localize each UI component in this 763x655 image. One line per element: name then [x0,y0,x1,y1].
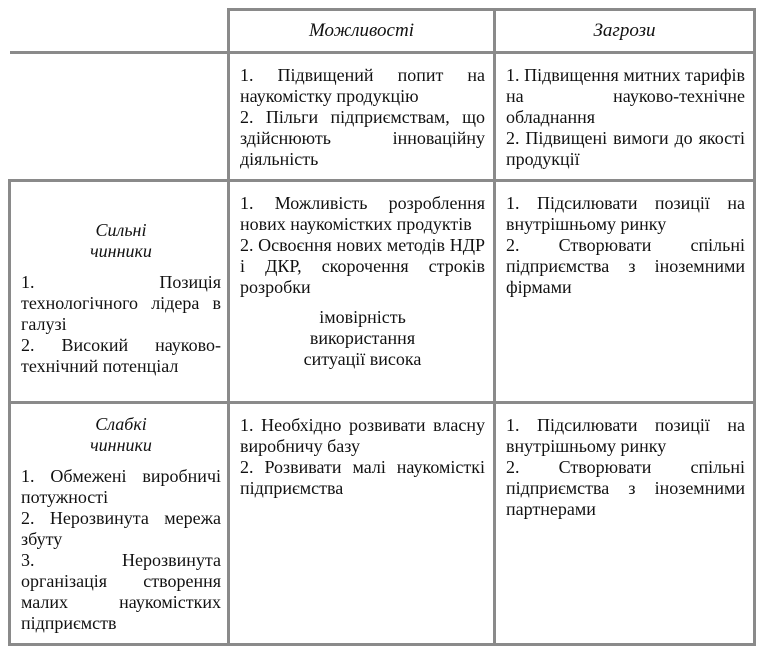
wo-item: 1. Необхідно розвивати власну виробничу … [240,415,485,456]
wt-item: 1. Підсилювати позиції на внутрішньому р… [506,415,745,456]
so-note-line: ситуації висока [303,349,422,369]
weaknesses-title-line: Слабкі [95,414,147,434]
wt-item: 2. Створювати спільні підприємства з іно… [506,457,745,519]
weaknesses-cell: Слабкі чинники 1. Обмежені виробничі пот… [8,401,230,646]
threats-cell: 1. Підвищення митних тарифів на науково-… [493,51,756,182]
header-opportunities: Можливості [227,8,496,54]
header-threats: Загрози [493,8,756,54]
weakness-item: 1. Обмежені виробничі потужності [21,466,221,507]
weaknesses-row: Слабкі чинники 1. Обмежені виробничі пот… [8,401,756,646]
st-cell: 1. Підсилювати позиції на внутрішньому р… [493,179,756,404]
strengths-row: Сильні чинники 1. Позиція технологічного… [8,179,756,404]
weaknesses-title-line: чинники [90,435,152,455]
st-item: 2. Створювати спільні підприємства з іно… [506,235,745,297]
so-note: імовірність використання ситуації висока [240,307,485,370]
corner-cell [9,9,230,54]
wt-cell: 1. Підсилювати позиції на внутрішньому р… [493,401,756,646]
strengths-cell: Сильні чинники 1. Позиція технологічного… [8,179,230,404]
so-item: 1. Можливість розроблення нових наукоміс… [240,193,485,234]
so-note-line: імовірність [319,307,406,327]
opportunity-item: 2. Пільги підприємствам, що здійснюють і… [240,107,485,169]
so-item: 2. Освоєння нових методів НДР і ДКР, ско… [240,235,485,297]
empty-cell [9,52,230,182]
threat-item: 2. Підвищені вимоги до якості продукції [506,128,745,169]
wo-item: 2. Розвивати малі наукомісткі підприємст… [240,457,485,498]
external-factors-row: 1. Підвищений попит на наукомістку проду… [9,51,756,182]
strengths-title-line: Сильні [95,220,147,240]
weakness-item: 2. Нерозвинута мережа збуту [21,508,221,549]
header-row: Можливості Загрози [9,8,756,54]
weakness-item: 3. Нерозвинута організація створення мал… [21,550,221,633]
so-note-line: використання [309,328,416,348]
strength-item: 1. Позиція технологічного лідера в галуз… [21,272,221,334]
opportunities-cell: 1. Підвищений попит на наукомістку проду… [227,51,496,182]
threat-item: 1. Підвищення митних тарифів на науково-… [506,65,745,127]
strengths-title: Сильні чинники [21,220,221,262]
swot-matrix-table: Можливості Загрози 1. Підвищений попит н… [8,8,756,646]
wo-cell: 1. Необхідно розвивати власну виробничу … [227,401,496,646]
weaknesses-title: Слабкі чинники [21,414,221,456]
opportunity-item: 1. Підвищений попит на наукомістку проду… [240,65,485,106]
strength-item: 2. Високий науково-технічний потенціал [21,335,221,376]
strengths-title-line: чинники [90,241,152,261]
so-cell: 1. Можливість розроблення нових наукоміс… [227,179,496,404]
st-item: 1. Підсилювати позиції на внутрішньому р… [506,193,745,234]
